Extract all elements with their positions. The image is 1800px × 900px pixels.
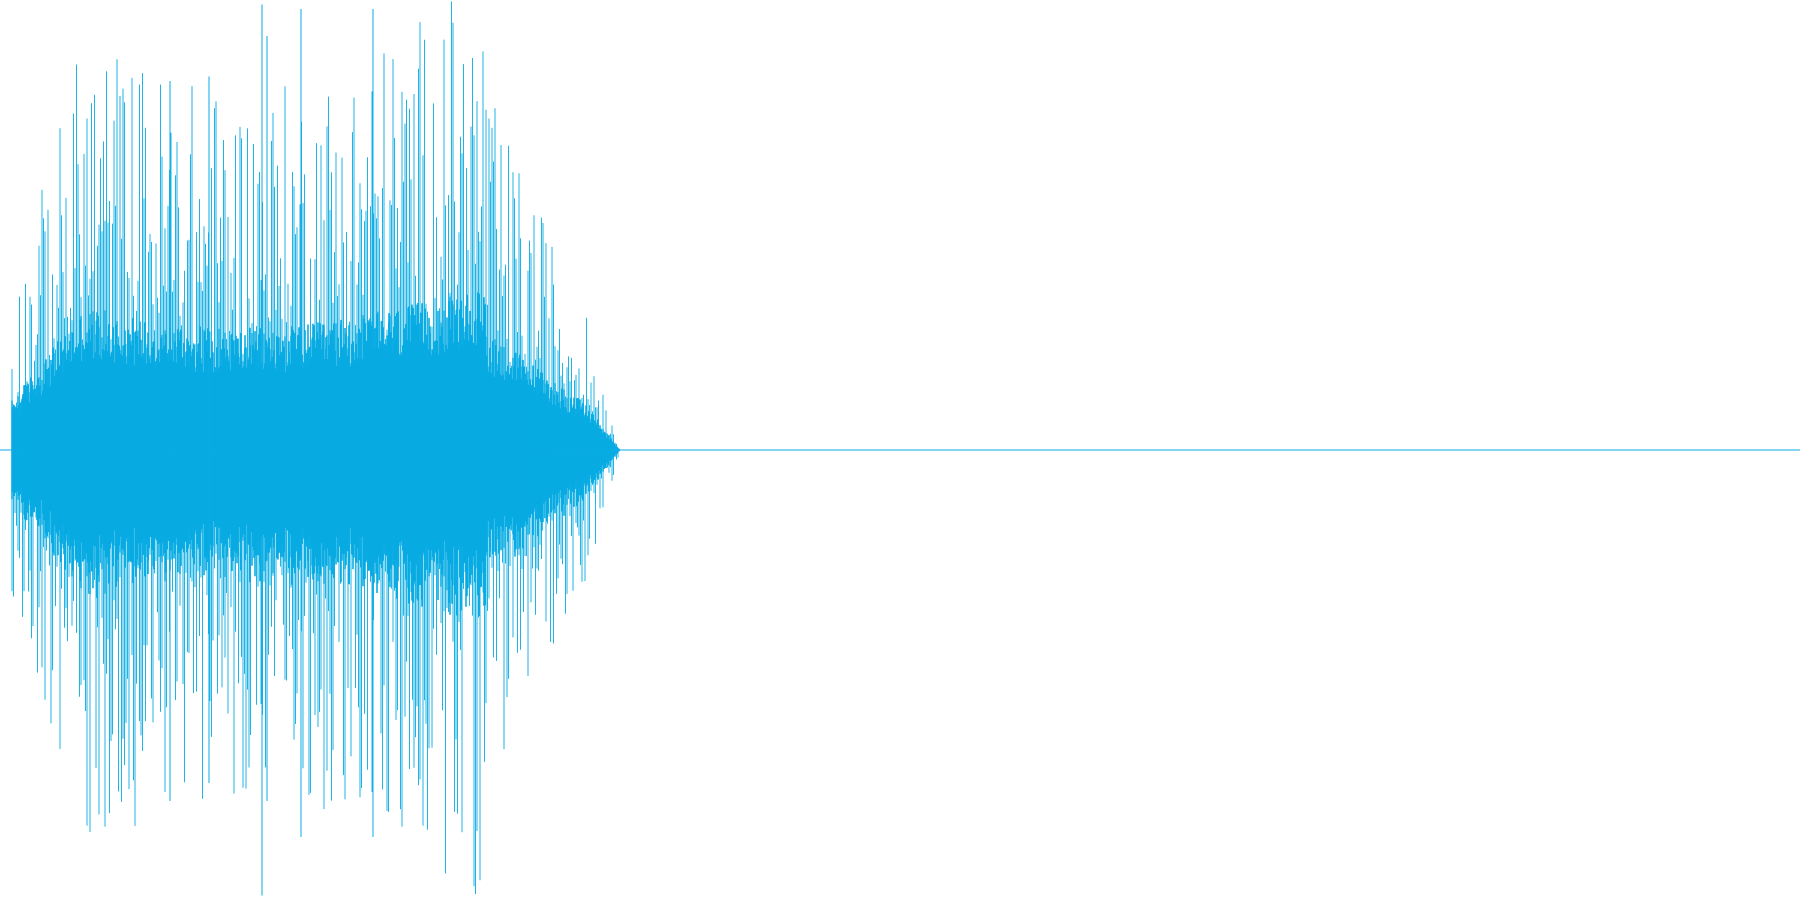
waveform-peaks	[11, 1, 620, 896]
